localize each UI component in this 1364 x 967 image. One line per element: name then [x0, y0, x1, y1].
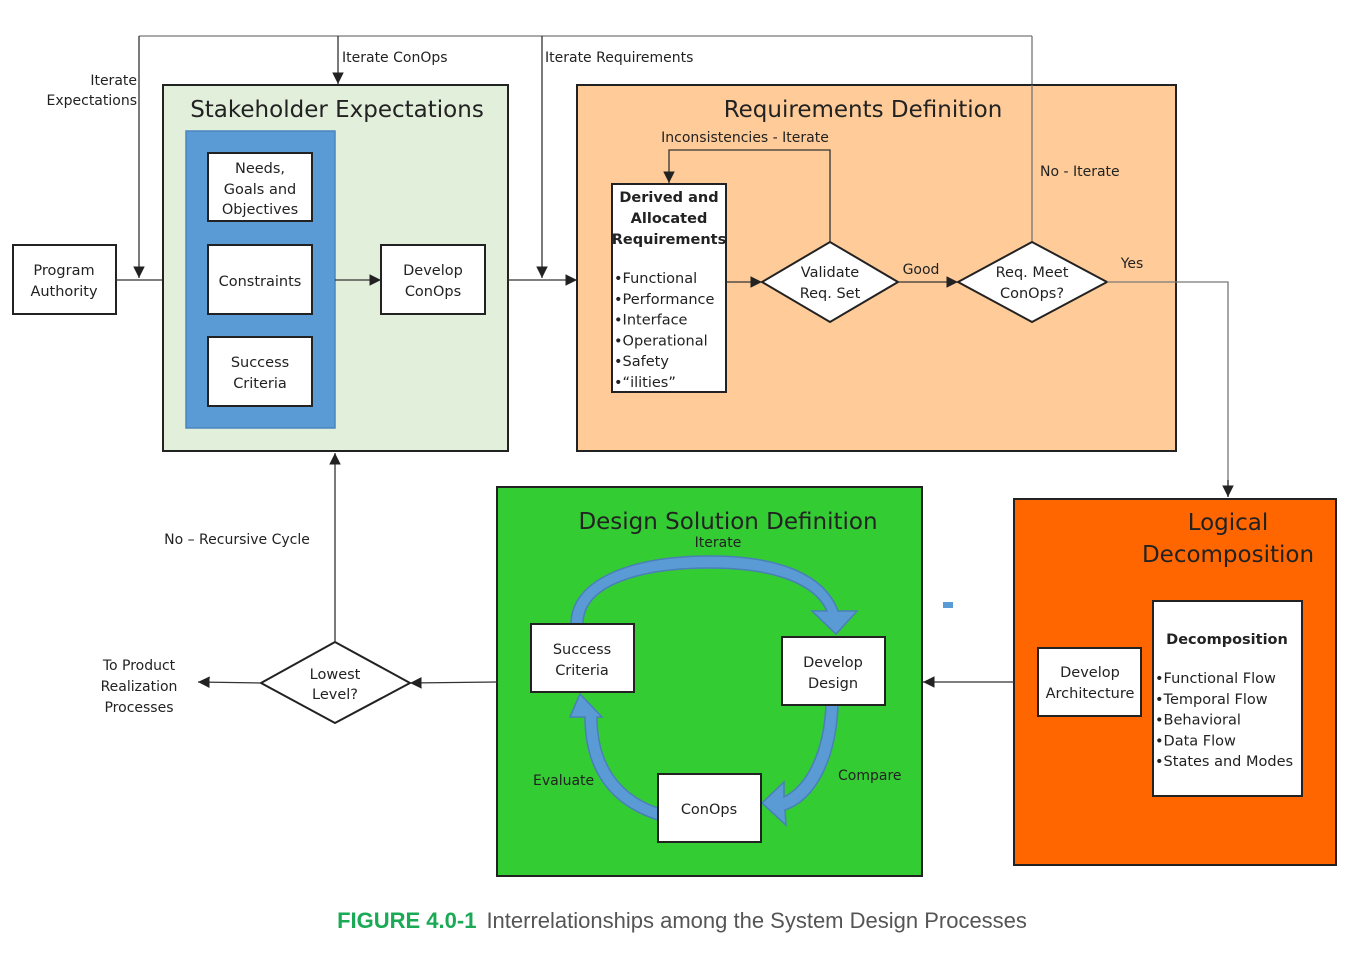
- success-criteria-box: Success Criteria: [207, 336, 313, 407]
- ds-success-criteria-label-1: Success: [553, 642, 611, 658]
- to-product-label-1: To Product: [102, 658, 176, 674]
- success-criteria-label-1: Success: [231, 355, 289, 371]
- design-solution-title: Design Solution Definition: [578, 509, 877, 535]
- constraints-box: Constraints: [207, 244, 313, 315]
- lowest-level-label-2: Level?: [312, 687, 358, 703]
- lowest-level-diamond: Lowest Level?: [258, 640, 413, 725]
- derived-requirement-item: •Safety: [614, 354, 669, 370]
- derived-requirement-item: •“ilities”: [614, 375, 676, 391]
- inconsistencies-iterate-label: Inconsistencies - Iterate: [661, 130, 829, 146]
- design-solution-panel: Design Solution Definition Iterate Succe…: [496, 486, 923, 877]
- derived-requirement-item: •Interface: [614, 313, 688, 329]
- no-iterate-label: No - Iterate: [1040, 164, 1120, 180]
- logical-decomposition-panel: Logical Decomposition Develop Architectu…: [1013, 498, 1337, 866]
- iterate-cycle-arrow: [570, 555, 859, 636]
- develop-conops-box: Develop ConOps: [380, 244, 486, 315]
- iterate-conops-label: Iterate ConOps: [342, 50, 448, 66]
- decomposition-item: •Behavioral: [1155, 713, 1241, 729]
- develop-conops-label-2: ConOps: [405, 284, 461, 300]
- iterate-expectations-label-2: Expectations: [46, 93, 137, 109]
- needs-label-3: Objectives: [222, 202, 298, 218]
- cycle-arrows: [568, 555, 859, 827]
- decomposition-item: •States and Modes: [1155, 754, 1293, 770]
- validate-label-2: Req. Set: [800, 286, 861, 302]
- iterate-label: Iterate: [695, 535, 742, 551]
- yes-label: Yes: [1120, 256, 1144, 272]
- req-meet-label-2: ConOps?: [1000, 286, 1064, 302]
- decomposition-item: •Data Flow: [1155, 733, 1236, 749]
- logical-decomposition-title-1: Logical: [1188, 510, 1269, 536]
- validate-label-1: Validate: [801, 265, 860, 281]
- program-authority-box: Program Authority: [12, 244, 117, 315]
- compare-cycle-arrow: [760, 704, 839, 827]
- evaluate-cycle-arrow: [568, 692, 659, 822]
- ds-conops-label: ConOps: [681, 802, 737, 818]
- develop-design-label-2: Design: [808, 676, 858, 692]
- no-recursive-cycle-label: No – Recursive Cycle: [164, 532, 310, 548]
- decomposition-title: Decomposition: [1166, 632, 1288, 648]
- needs-goals-objectives-box: Needs, Goals and Objectives: [207, 152, 313, 222]
- needs-label-2: Goals and: [224, 182, 296, 198]
- requirements-definition-panel: Requirements Definition Inconsistencies …: [576, 84, 1177, 452]
- iterate-expectations-label-1: Iterate: [90, 73, 137, 89]
- derived-requirement-item: •Operational: [614, 333, 708, 349]
- evaluate-label: Evaluate: [533, 773, 594, 789]
- success-criteria-label-2: Criteria: [233, 376, 287, 392]
- derived-requirement-item: •Performance: [614, 292, 715, 308]
- to-product-label-2: Realization: [101, 679, 178, 695]
- decomposition-box: Decomposition •Functional Flow •Temporal …: [1152, 600, 1303, 797]
- develop-design-box: Develop Design: [781, 636, 886, 706]
- figure-caption: FIGURE 4.0-1 Interrelationships among the…: [0, 908, 1364, 934]
- stakeholder-expectations-title: Stakeholder Expectations: [190, 97, 484, 123]
- to-lowest-level-arrow: [409, 677, 498, 689]
- inconsistencies-iterate-arrow: [663, 149, 831, 242]
- derived-title-1: Derived and: [619, 190, 718, 206]
- develop-design-label-1: Develop: [803, 655, 863, 671]
- iterate-requirements-label: Iterate Requirements: [545, 50, 693, 66]
- good-label: Good: [903, 262, 940, 278]
- decomposition-list: •Functional Flow •Temporal Flow •Behaviora…: [1155, 671, 1293, 770]
- ds-success-criteria-label-2: Criteria: [555, 663, 609, 679]
- logical-decomposition-title-2: Decomposition: [1142, 542, 1314, 568]
- lowest-level-label-1: Lowest: [310, 667, 361, 683]
- stray-marker: [943, 602, 953, 608]
- stakeholder-expectations-panel: Stakeholder Expectations Needs, Goals an…: [162, 84, 509, 452]
- derived-requirement-item: •Functional: [614, 271, 697, 287]
- compare-label: Compare: [838, 768, 902, 784]
- develop-architecture-label-1: Develop: [1060, 665, 1120, 681]
- ds-success-criteria-box: Success Criteria: [530, 623, 635, 693]
- derived-requirements-box: Derived and Allocated Requirements •Func…: [611, 183, 727, 393]
- needs-label-1: Needs,: [235, 161, 285, 177]
- derived-requirements-list: •Functional •Performance •Interface •Operat…: [614, 271, 715, 391]
- to-product-realization-arrow: [197, 676, 262, 689]
- constraints-label: Constraints: [219, 274, 302, 290]
- req-meet-label-1: Req. Meet: [996, 265, 1069, 281]
- yes-line: [1107, 281, 1229, 497]
- decomposition-item: •Functional Flow: [1155, 671, 1276, 687]
- derived-title-2: Allocated: [631, 211, 708, 227]
- figure-number: FIGURE 4.0-1: [337, 908, 477, 933]
- figure-title: Interrelationships among the System Desi…: [486, 908, 1027, 933]
- to-product-label-3: Processes: [104, 700, 173, 716]
- develop-architecture-label-2: Architecture: [1046, 686, 1135, 702]
- decomposition-item: •Temporal Flow: [1155, 692, 1268, 708]
- program-authority-label-1: Program: [33, 263, 94, 279]
- derived-title-3: Requirements: [612, 232, 727, 248]
- develop-architecture-box: Develop Architecture: [1037, 647, 1142, 717]
- program-authority-label-2: Authority: [30, 284, 98, 300]
- develop-conops-label-1: Develop: [403, 263, 463, 279]
- requirements-definition-title: Requirements Definition: [724, 97, 1003, 123]
- ds-conops-box: ConOps: [657, 773, 762, 843]
